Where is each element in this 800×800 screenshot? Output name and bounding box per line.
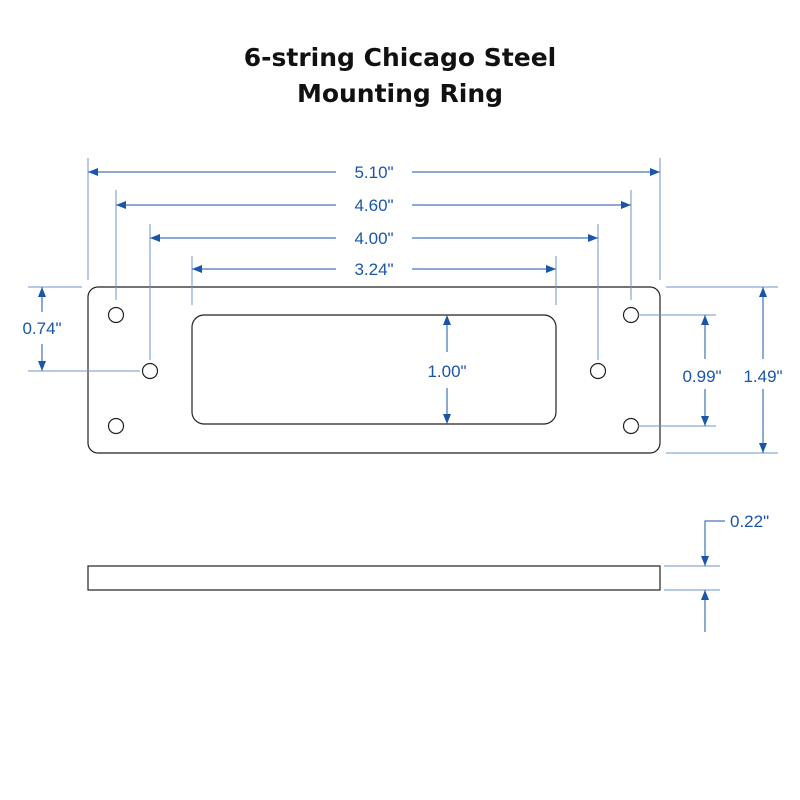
- dimension-hole-spacing-inner: 4.00": [150, 229, 598, 248]
- dimension-overall-width: 5.10": [88, 163, 660, 182]
- side-profile: [87, 565, 661, 591]
- pickup-opening: [191, 314, 557, 425]
- ring-outline: [87, 286, 661, 454]
- dimension-opening-height: 1.00": [427, 315, 467, 424]
- mounting-hole-center-left: [141, 362, 159, 380]
- label-opening-height: 1.00": [427, 362, 466, 381]
- label-thickness: 0.22": [730, 512, 769, 531]
- diagram-title: 6-string Chicago Steel Mounting Ring: [0, 40, 800, 112]
- dimension-inner-hole-offset: 0.74": [22, 287, 62, 371]
- mounting-hole-top-right: [622, 306, 640, 324]
- title-line-2: Mounting Ring: [296, 79, 504, 108]
- dimension-opening-width: 3.24": [192, 260, 556, 279]
- label-opening-width: 3.24": [354, 260, 393, 279]
- label-inner-hole-offset: 0.74": [22, 319, 61, 338]
- dimension-thickness: 0.22": [701, 512, 769, 632]
- label-overall-height: 1.49": [743, 367, 782, 386]
- label-hole-spacing-inner: 4.00": [354, 229, 393, 248]
- dimension-outer-hole-spacing-vertical: 0.99": [682, 315, 722, 426]
- ring-side-view: [87, 565, 661, 591]
- mounting-hole-bottom-left: [107, 417, 125, 435]
- ring-top-view: [87, 286, 661, 454]
- title-line-1: 6-string Chicago Steel: [243, 43, 557, 72]
- label-outer-hole-spacing-vertical: 0.99": [682, 367, 721, 386]
- dimension-hole-spacing-outer: 4.60": [116, 196, 631, 215]
- mounting-hole-top-left: [107, 306, 125, 324]
- dimension-overall-height: 1.49": [743, 287, 783, 453]
- mounting-hole-center-right: [589, 362, 607, 380]
- label-hole-spacing-outer: 4.60": [354, 196, 393, 215]
- extension-lines: [28, 158, 778, 591]
- mounting-hole-bottom-right: [622, 417, 640, 435]
- label-overall-width: 5.10": [354, 163, 393, 182]
